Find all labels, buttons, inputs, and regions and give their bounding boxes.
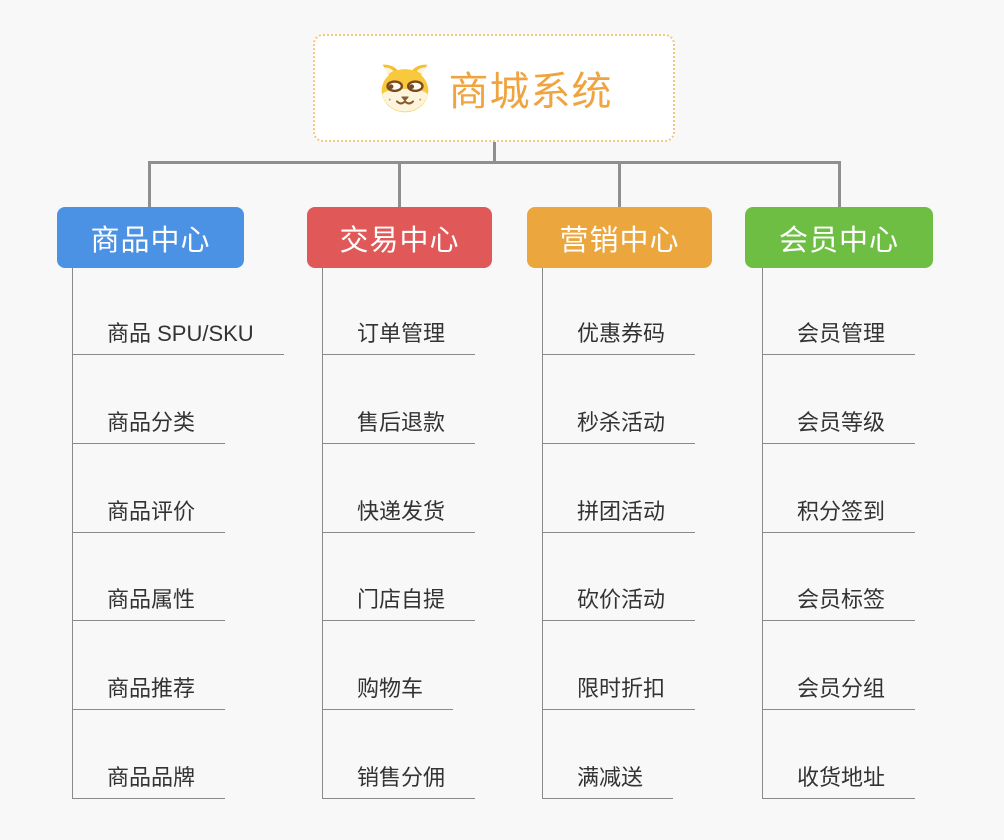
leaf-node[interactable]: 收货地址 (763, 764, 916, 799)
leaf-node[interactable]: 会员等级 (763, 409, 916, 444)
branch-node-trade-center[interactable]: 交易中心 (307, 207, 492, 268)
leaf-node[interactable]: 会员管理 (763, 320, 916, 355)
leaf-node[interactable]: 限时折扣 (543, 675, 696, 710)
leaf-node[interactable]: 商品评价 (73, 498, 226, 533)
connector-branch-bar (149, 161, 841, 164)
leaf-node[interactable]: 商品推荐 (73, 675, 226, 710)
trade-center-children: 订单管理 售后退款 快递发货 门店自提 购物车 销售分佣 (322, 268, 476, 799)
connector-drop-1 (148, 161, 151, 207)
leaf-node[interactable]: 砍价活动 (543, 586, 696, 621)
leaf-node[interactable]: 会员标签 (763, 586, 916, 621)
branch-label: 交易中心 (339, 224, 460, 257)
connector-drop-2 (398, 161, 401, 207)
dog-face-icon (381, 64, 428, 113)
leaf-node[interactable]: 销售分佣 (323, 764, 476, 799)
leaf-node[interactable]: 购物车 (323, 675, 454, 710)
leaf-node[interactable]: 优惠券码 (543, 320, 696, 355)
member-center-children: 会员管理 会员等级 积分签到 会员标签 会员分组 收货地址 (762, 268, 916, 799)
leaf-node[interactable]: 商品分类 (73, 409, 226, 444)
marketing-center-children: 优惠券码 秒杀活动 拼团活动 砍价活动 限时折扣 满减送 (542, 268, 696, 799)
leaf-node[interactable]: 满减送 (543, 764, 674, 799)
branch-node-member-center[interactable]: 会员中心 (745, 207, 933, 268)
leaf-node[interactable]: 商品属性 (73, 586, 226, 621)
branch-node-product-center[interactable]: 商品中心 (57, 207, 244, 268)
leaf-node[interactable]: 秒杀活动 (543, 409, 696, 444)
branch-label: 营销中心 (559, 224, 680, 257)
leaf-node[interactable]: 拼团活动 (543, 498, 696, 533)
branch-label: 商品中心 (90, 224, 211, 257)
leaf-node[interactable]: 商品品牌 (73, 764, 226, 799)
connector-root-stem (493, 142, 496, 164)
leaf-node[interactable]: 商品 SPU/SKU (73, 320, 284, 355)
branch-node-marketing-center[interactable]: 营销中心 (527, 207, 712, 268)
branch-label: 会员中心 (778, 224, 899, 257)
leaf-node[interactable]: 会员分组 (763, 675, 916, 710)
connector-drop-3 (618, 161, 621, 207)
leaf-node[interactable]: 积分签到 (763, 498, 916, 533)
root-title: 商城系统 (448, 70, 613, 114)
leaf-node[interactable]: 门店自提 (323, 586, 476, 621)
leaf-node[interactable]: 快递发货 (323, 498, 476, 533)
connector-drop-4 (838, 161, 841, 207)
product-center-children: 商品 SPU/SKU 商品分类 商品评价 商品属性 商品推荐 商品品牌 (72, 268, 284, 799)
root-node[interactable]: 商城系统 (313, 34, 675, 142)
leaf-node[interactable]: 订单管理 (323, 320, 476, 355)
leaf-node[interactable]: 售后退款 (323, 409, 476, 444)
